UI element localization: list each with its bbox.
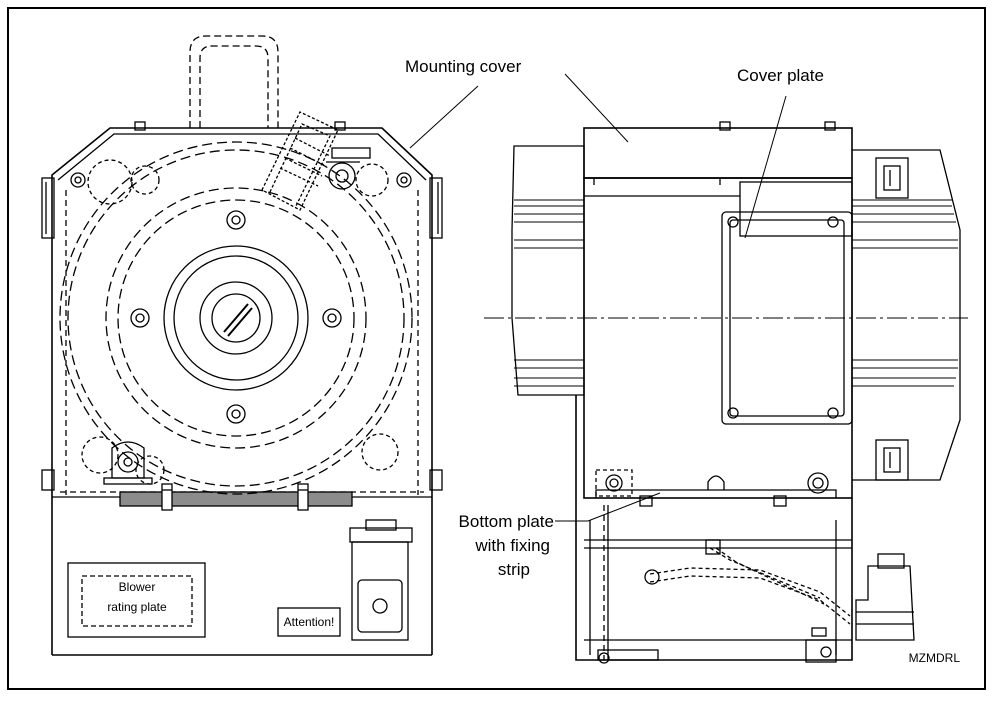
bottom-plate-label-line1: Bottom plate [459,512,554,531]
blower-body-side [583,177,853,499]
mounting-cover-side [583,127,853,179]
blower-label-line1: Blower [119,580,156,594]
motor-body-left [511,145,585,396]
motor-flange-circles [59,141,413,495]
attention-label: Attention! [284,615,335,629]
cover-plate-screws [727,216,839,419]
bolt-holes-front [70,172,412,424]
bottom-bolts-side [597,627,837,664]
mounting-cover-label: Mounting cover [405,57,522,76]
side-connector-bottom [875,439,909,481]
attention-label-box [277,607,341,637]
front-view [41,35,443,656]
housing-top-inner [57,133,427,181]
cooling-ribs [514,199,958,387]
dashed-mount-left [595,469,633,497]
shaft-hub [163,245,309,391]
housing-top-outline [51,127,433,178]
bottom-plate-label-line2: with fixing [474,536,550,555]
eye-bolt-bottom [103,441,153,485]
bottom-plug [349,519,413,641]
bottom-plate-label-line3: strip [498,560,530,579]
angled-connector [261,111,339,211]
blower-rating-plate-frame [67,562,206,638]
left-flange-bottom [41,469,55,491]
fixing-strip-front [119,491,353,507]
dashed-cable [649,547,851,625]
strip-bolts [161,483,309,511]
cover-plate-upper-block [739,181,853,237]
motor-body-right [852,149,961,481]
eye-bolt-top [326,147,371,190]
side-connector-top [875,157,909,199]
blower-label-line2: rating plate [107,600,167,614]
lower-housing-side [575,395,853,661]
figure-code: MZMDRL [909,651,961,665]
drawing-frame [7,7,986,690]
right-flange-top [429,177,443,239]
side-view [484,121,968,664]
cover-plate-label: Cover plate [737,66,824,85]
left-flange-top [41,177,55,239]
side-plug [855,553,915,641]
leader-lines [409,73,787,522]
right-flange-bottom [429,469,443,491]
top-connector-dashed [189,35,279,128]
